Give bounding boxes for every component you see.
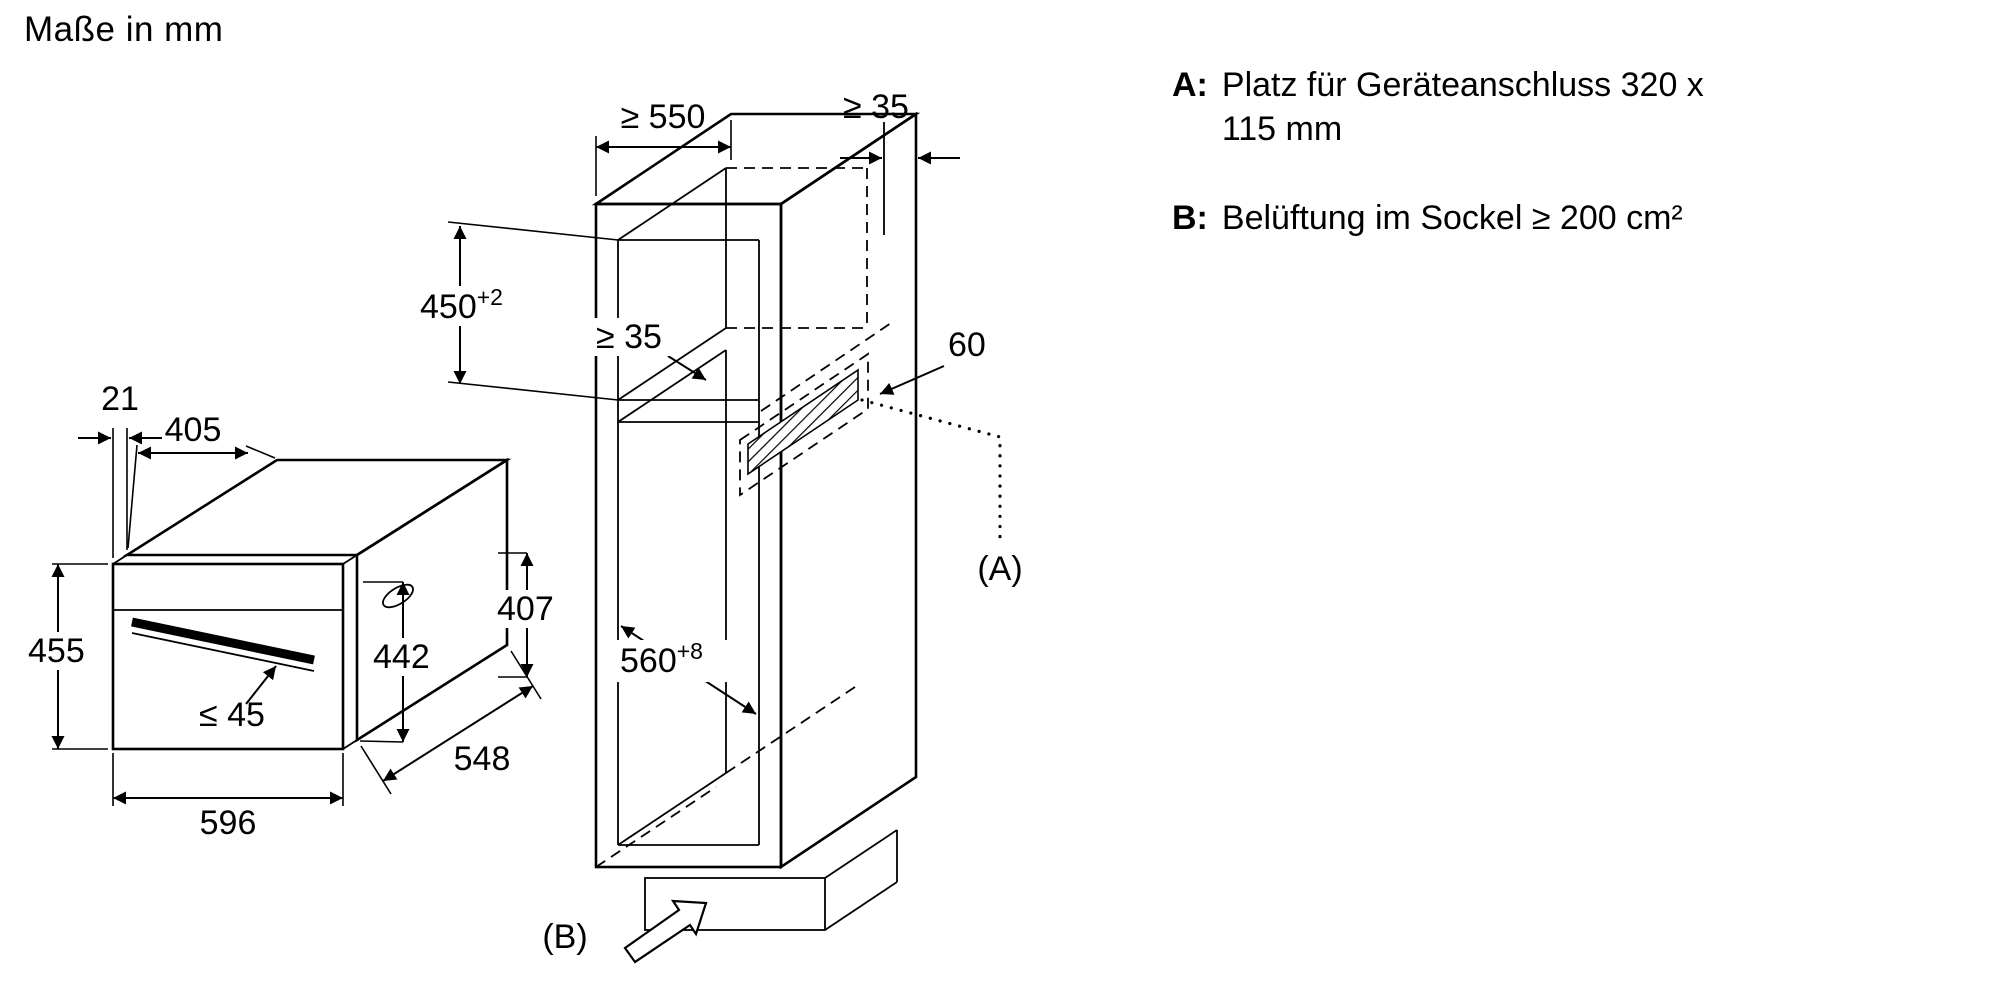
oven-door-face [111, 562, 345, 751]
legend-b-text: Belüftung im Sockel ≥ 200 cm² [1222, 197, 1683, 241]
cabinet-front-face [594, 202, 783, 869]
dim-niche-width-tol: +8 [677, 638, 703, 664]
legend-a-text: Platz für Geräteanschluss 320 x 115 mm [1222, 64, 1704, 151]
dim-height-mask [24, 632, 92, 670]
legend-a-line2: 115 mm [1221, 109, 1343, 148]
plinth-top-right-edge [824, 829, 898, 879]
dim-connection-label: 60 [948, 326, 986, 364]
dim-topdepth-label: 405 [165, 411, 222, 449]
dim-height-label: 455 [28, 632, 85, 670]
legend-item-a: A: Platz für Geräteanschluss 320 x 115 m… [1172, 64, 1852, 151]
dim-width-label: 596 [200, 804, 257, 842]
oven-right-face [355, 457, 509, 743]
door-body-edge-tl [112, 554, 128, 565]
dim-topdepth-ext-right [245, 445, 276, 459]
legend-item-b: B: Belüftung im Sockel ≥ 200 cm² [1172, 197, 1852, 241]
dim-bodyheight-label: 442 [373, 638, 430, 676]
dim-connection-arrow [879, 365, 945, 395]
dim-rear-gap-mask [590, 318, 674, 356]
door-body-edge-tr [342, 554, 358, 565]
dim-niche-height-tol: +2 [477, 284, 503, 310]
dim-niche-width-label: 560+8 [620, 638, 703, 680]
dim-rear-gap-label: ≥ 35 [596, 318, 662, 356]
hidden-bottom-edge [725, 684, 859, 774]
niche-floor-edge [617, 327, 727, 401]
dim-rearheight-mask [493, 590, 561, 628]
oven-drawing [51, 428, 542, 806]
dim-oven-depth-label: 548 [454, 740, 511, 778]
dim-niche-height-ext-bottom [447, 381, 619, 401]
dim-topgap-label: ≥ 35 [843, 88, 909, 126]
label-b: (B) [542, 918, 587, 956]
dim-handle-label: ≤ 45 [199, 696, 265, 734]
cabinet-right-face [779, 111, 918, 870]
dim-rearheight-label: 407 [497, 590, 554, 628]
diagram-labels: ≥ 550 ≥ 35 450+2 ≥ 35 60 560+8 (A) (B) 2… [24, 88, 1023, 956]
lower-ceiling-edge [617, 349, 727, 423]
dim-topdepth-ext-left [127, 444, 138, 549]
hidden-base-edge [595, 786, 717, 868]
legend-a-label: A: [1172, 66, 1208, 104]
door-handle-shadow [131, 632, 315, 672]
dim-depth-ext-back [510, 650, 542, 700]
legend-a-line1: Platz für Geräteanschluss 320 x [1221, 66, 1704, 104]
door-handle-bar [131, 617, 315, 665]
dim-niche-height-label: 450+2 [420, 284, 503, 326]
label-a-leader-dotted [860, 398, 1002, 547]
dim-niche-height-ext-top [447, 221, 619, 241]
dim-bodyheight-ext-bottom [359, 740, 404, 743]
dim-depth-ext-front [360, 745, 392, 795]
legend-b-line1: Belüftung im Sockel ≥ 200 cm² [1221, 199, 1683, 238]
dim-door-label: 21 [101, 380, 139, 418]
niche-ceiling-edge [617, 167, 727, 241]
lower-floor-edge [617, 772, 727, 846]
connection-area-hatch [747, 368, 859, 476]
cabinet-drawing [447, 111, 1002, 964]
ventilation-arrow-icon [623, 899, 708, 964]
dim-niche-width-value: 560 [620, 642, 677, 680]
dim-handle-arrow [245, 665, 277, 705]
dim-oven-depth-line [382, 685, 534, 782]
oven-top-face [122, 458, 512, 557]
dim-niche-height-value: 450 [420, 288, 477, 326]
dim-bodyheight-mask [369, 638, 437, 676]
plinth-bottom-right-edge [824, 881, 898, 931]
dim-rear-gap-arrow [667, 355, 707, 381]
legend-b-label: B: [1172, 199, 1208, 238]
hidden-shelf-edge [760, 320, 895, 412]
label-a: (A) [977, 550, 1022, 588]
legend: A: Platz für Geräteanschluss 320 x 115 m… [1172, 64, 1852, 287]
side-grip-hole [382, 583, 414, 609]
door-body-edge-br [342, 739, 358, 750]
dim-niche-height-mask [412, 286, 508, 326]
connection-area-outline [739, 352, 869, 497]
dim-niche-width-mask [612, 640, 730, 682]
page-title: Maße in mm [24, 10, 224, 49]
dim-depth-label: ≥ 550 [621, 98, 706, 136]
plinth-front-face [644, 877, 826, 931]
